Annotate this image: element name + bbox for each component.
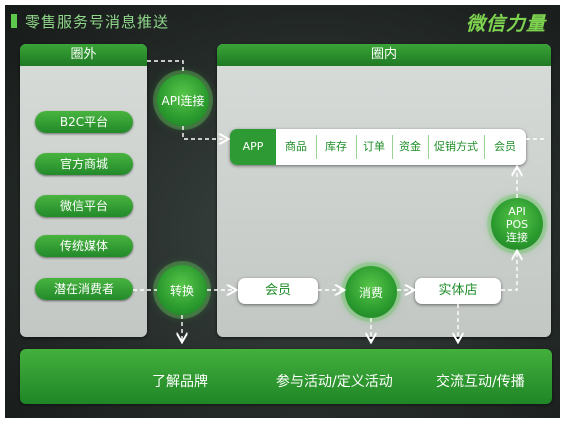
app-feature-row: APP 商品 库存 订单 资金 促销方式 会员 <box>230 129 526 165</box>
consume-node: 消费 <box>345 266 397 318</box>
app-cell-app: APP <box>230 129 276 165</box>
arrow-store-to-pos <box>501 252 517 291</box>
app-cell-member: 会员 <box>494 140 516 153</box>
title-accent-bar <box>11 14 17 28</box>
flow-arrows <box>133 60 545 418</box>
api-pos-label-line1: API <box>508 204 526 218</box>
arrow-outside-to-api <box>147 60 184 74</box>
api-connect-label: API连接 <box>161 93 205 108</box>
bottom-outcome-bar: 了解品牌 参与活动/定义活动 交流互动/传播 <box>20 349 552 404</box>
app-cell-inventory: 库存 <box>325 140 347 153</box>
outside-item-potential-consumer: 潜在消费者 <box>35 278 133 300</box>
outside-item-official-mall: 官方商城 <box>35 153 133 175</box>
app-cell-promotion: 促销方式 <box>434 140 478 153</box>
api-connect-node: API连接 <box>157 74 209 126</box>
app-row-divider <box>392 135 393 159</box>
app-row-divider <box>428 135 429 159</box>
app-row-divider <box>316 135 317 159</box>
app-cell-goods: 商品 <box>285 140 307 153</box>
outside-panel-title: 圈外 <box>20 44 147 66</box>
consume-label: 消费 <box>358 285 383 300</box>
outcome-interact-share: 交流互动/传播 <box>436 374 525 390</box>
page-title: 零售服务号消息推送 <box>25 13 170 31</box>
store-node: 实体店 <box>415 278 501 304</box>
arrow-api-to-app <box>182 126 227 139</box>
outside-item-b2c: B2C平台 <box>35 111 133 133</box>
convert-node: 转换 <box>157 265 207 315</box>
api-pos-connect-node: API POS 连接 <box>491 198 543 250</box>
outcome-join-activity: 参与活动/定义活动 <box>276 374 393 390</box>
app-cell-orders: 订单 <box>363 140 385 153</box>
diagram-canvas: 零售服务号消息推送 微信力量 圈外 B2C平台 官方商城 微信平台 传统媒体 潜… <box>5 5 560 418</box>
app-row-divider <box>356 135 357 159</box>
outside-item-wechat-platform: 微信平台 <box>35 195 133 217</box>
inside-panel-title: 圈内 <box>217 44 551 66</box>
brand-logo: 微信力量 <box>465 13 546 35</box>
member-node: 会员 <box>238 278 318 304</box>
convert-label: 转换 <box>169 283 194 298</box>
outcome-know-brand: 了解品牌 <box>152 374 208 390</box>
app-row-divider <box>484 135 485 159</box>
app-cell-funds: 资金 <box>399 140 421 153</box>
api-pos-label-line2: POS <box>505 217 529 231</box>
outside-item-traditional-media: 传统媒体 <box>35 235 133 257</box>
api-pos-label-line3: 连接 <box>506 230 528 244</box>
